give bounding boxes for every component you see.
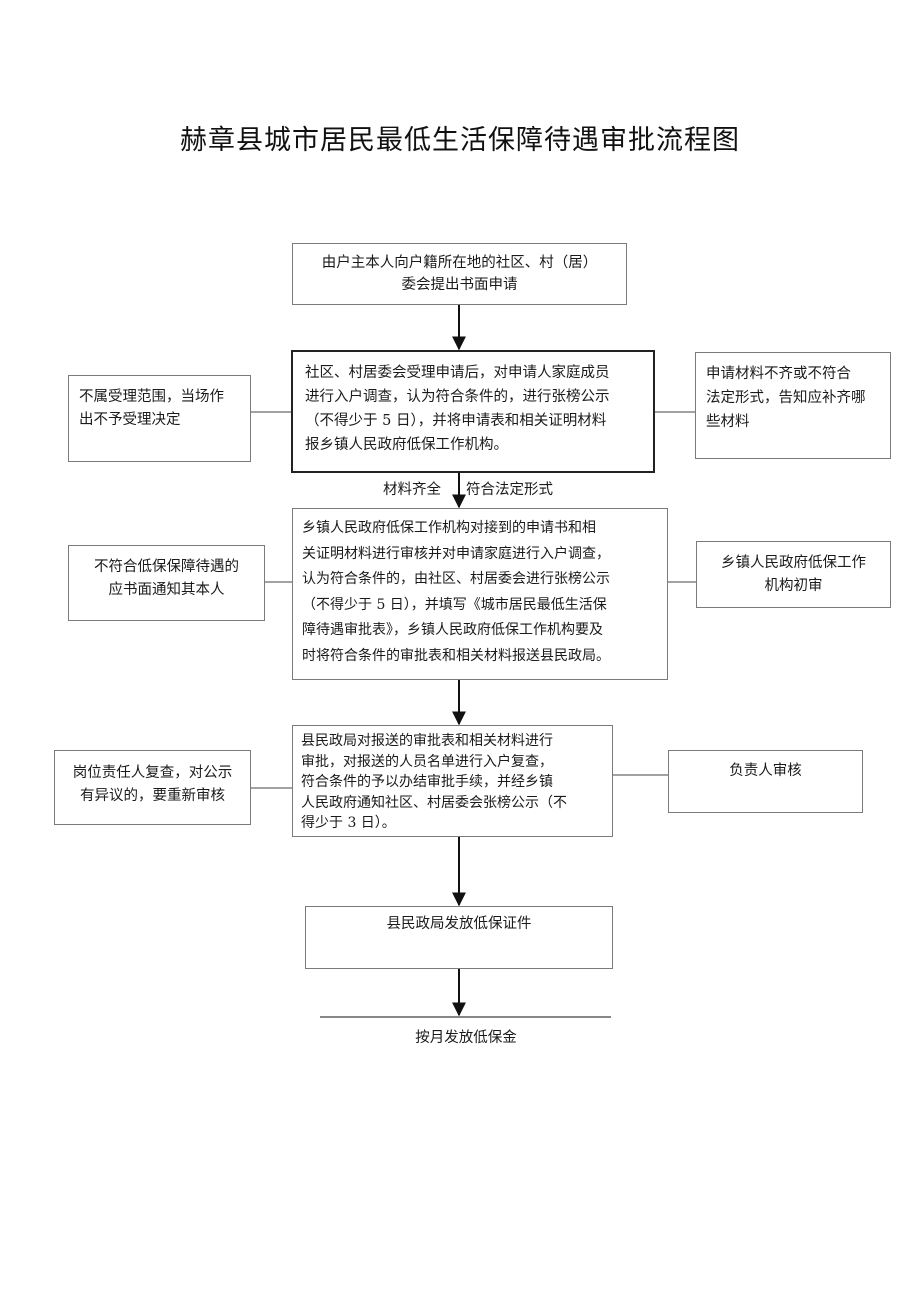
- township-line-4: （不得少于 5 日），并填写《城市居民最低生活保: [302, 596, 607, 613]
- box-accept-line-1: 社区、村居委会受理申请后，对申请人家庭成员: [305, 365, 610, 381]
- box-accept-line-2: 进行入户调查，认为符合条件的，进行张榜公示: [305, 389, 610, 405]
- township-initial-line-1: 乡镇人民政府低保工作: [721, 555, 866, 571]
- county-line-2: 审批，对报送的人员名单进行入户复查，: [301, 753, 553, 770]
- recheck-line-1: 岗位责任人复查，对公示: [72, 765, 233, 781]
- township-line-3: 认为符合条件的，由社区、村居委会进行张榜公示: [302, 571, 610, 587]
- township-line-1: 乡镇人民政府低保工作机构对接到的申请书和相: [302, 520, 596, 536]
- incomplete-line-3: 些材料: [706, 414, 750, 430]
- box-apply-line-1: 由户主本人向户籍所在地的社区、村（居）: [321, 255, 598, 271]
- page-title: 赫章县城市居民最低生活保障待遇审批流程图: [180, 125, 740, 156]
- township-line-2: 关证明材料进行审核并对申请家庭进行入户调查，: [302, 545, 610, 562]
- county-line-4: 人民政府通知社区、村居委会张榜公示（不: [301, 794, 567, 811]
- county-line-5: 得少于 3 日）。: [301, 815, 396, 831]
- reject-scope-line-1: 不属受理范围，当场作: [79, 389, 224, 405]
- box-issue-cert: 县民政局发放低保证件: [305, 906, 613, 969]
- label-materials-complete: 材料齐全: [383, 482, 441, 498]
- issue-cert-line-1: 县民政局发放低保证件: [386, 916, 532, 932]
- box-not-eligible: 不符合低保保障待遇的 应书面通知其本人: [68, 545, 265, 621]
- incomplete-line-2: 法定形式，告知应补齐哪: [706, 390, 866, 406]
- label-legal-form: 符合法定形式: [466, 482, 553, 498]
- box-apply-line-2: 委会提出书面申请: [401, 277, 518, 293]
- not-eligible-line-1: 不符合低保保障待遇的: [94, 559, 239, 575]
- box-accept-reject-scope: 不属受理范围，当场作 出不予受理决定: [68, 375, 251, 462]
- box-accept-line-4: 报乡镇人民政府低保工作机构。: [305, 437, 508, 453]
- township-initial-line-2: 机构初审: [764, 578, 823, 594]
- county-line-3: 符合条件的予以办结审批手续，并经乡镇: [301, 774, 553, 790]
- box-accept-line-3: （不得少于 5 日），并将申请表和相关证明材料: [305, 413, 607, 429]
- incomplete-line-1: 申请材料不齐或不符合: [706, 366, 851, 382]
- head-review-line-1: 负责人审核: [729, 763, 802, 779]
- reject-scope-line-2: 出不予受理决定: [79, 412, 181, 428]
- box-county-review: 县民政局对报送的审批表和相关材料进行 审批，对报送的人员名单进行入户复查， 符合…: [292, 725, 613, 837]
- township-line-6: 时将符合条件的审批表和相关材料报送县民政局。: [302, 647, 610, 664]
- box-incomplete: 申请材料不齐或不符合 法定形式，告知应补齐哪 些材料: [695, 352, 891, 459]
- township-line-5: 障待遇审批表》，乡镇人民政府低保工作机构要及: [302, 622, 603, 638]
- not-eligible-line-2: 应书面通知其本人: [108, 582, 225, 598]
- box-head-review: 负责人审核: [668, 750, 863, 813]
- recheck-line-2: 有异议的，要重新审核: [80, 788, 225, 804]
- final-step-label: 按月发放低保金: [415, 1030, 517, 1046]
- box-apply: 由户主本人向户籍所在地的社区、村（居） 委会提出书面申请: [292, 243, 627, 305]
- box-recheck: 岗位责任人复查，对公示 有异议的，要重新审核: [54, 750, 251, 825]
- county-line-1: 县民政局对报送的审批表和相关材料进行: [301, 733, 553, 749]
- box-township-review: 乡镇人民政府低保工作机构对接到的申请书和相 关证明材料进行审核并对申请家庭进行入…: [292, 508, 668, 680]
- box-township-initial: 乡镇人民政府低保工作 机构初审: [696, 541, 891, 608]
- box-accept: 社区、村居委会受理申请后，对申请人家庭成员 进行入户调查，认为符合条件的，进行张…: [291, 350, 655, 473]
